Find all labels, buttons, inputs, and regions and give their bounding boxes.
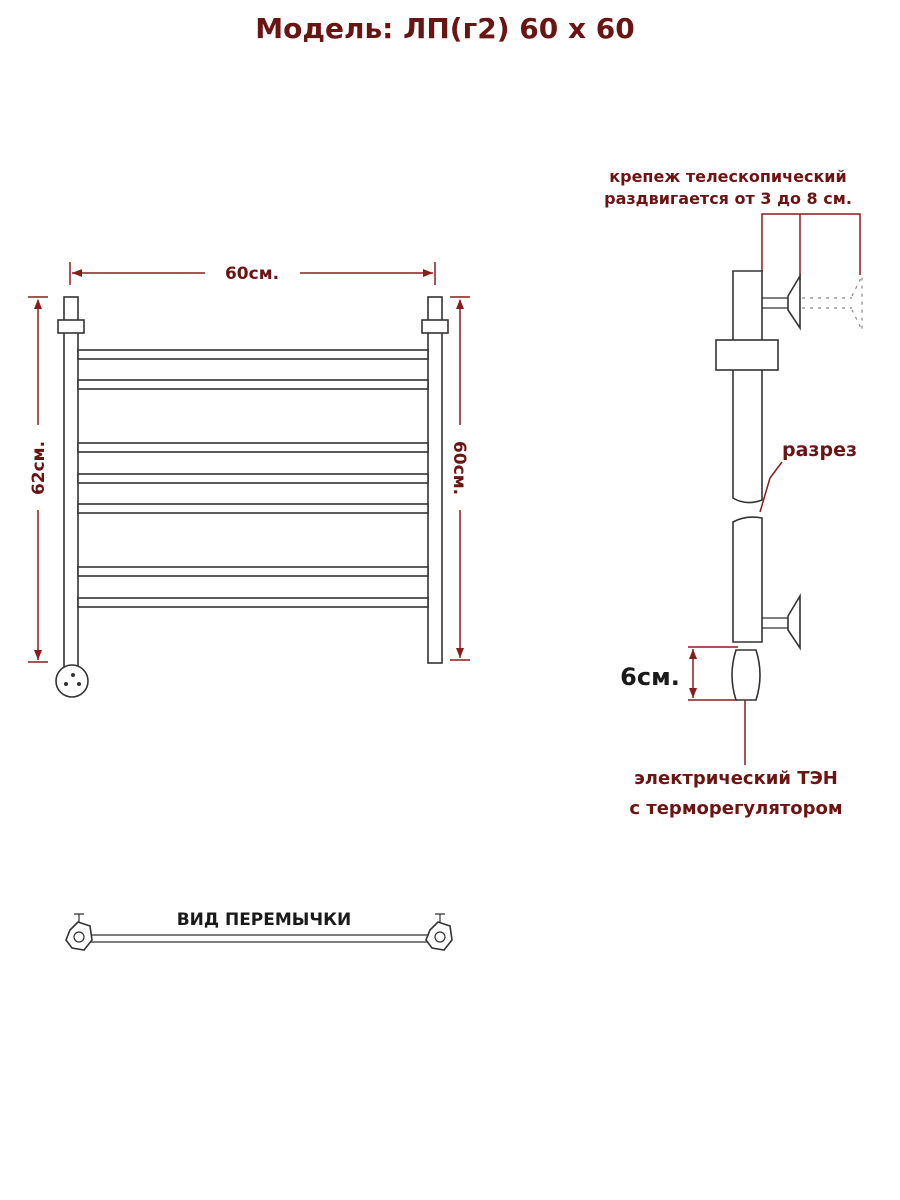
model-title: Модель: ЛП(г2) 60 х 60 bbox=[255, 12, 635, 45]
mount-note-line2: раздвигается от 3 до 8 см. bbox=[604, 189, 852, 208]
right-upright bbox=[427, 296, 443, 664]
lower-wall-mount bbox=[762, 593, 801, 651]
bridge-left-end bbox=[65, 921, 93, 951]
rungs bbox=[77, 349, 429, 608]
side-view: крепеж телескопический раздвигается от 3… bbox=[604, 167, 863, 819]
heater-label-line1: электрический ТЭН bbox=[634, 768, 838, 789]
right-bracket bbox=[421, 319, 449, 334]
left-height-label: 62см. bbox=[29, 441, 49, 495]
electric-heater bbox=[731, 649, 761, 701]
upper-wall-mount bbox=[762, 273, 863, 331]
right-height-dimension: 60см. bbox=[449, 296, 470, 661]
left-upright bbox=[63, 296, 79, 670]
heater-label-line2: с терморегулятором bbox=[629, 798, 842, 819]
heater-offset-label: 6см. bbox=[620, 663, 680, 691]
telescopic-range bbox=[761, 213, 861, 280]
section-leader bbox=[759, 461, 783, 513]
bridge-view: ВИД ПЕРЕМЫЧКИ bbox=[65, 910, 453, 951]
mount-note-line1: крепеж телескопический bbox=[609, 167, 846, 186]
upper-pipe-segment bbox=[732, 270, 763, 504]
front-view: 60см. 62см. 60см. bbox=[28, 262, 470, 698]
section-label: разрез bbox=[782, 439, 857, 461]
left-bracket bbox=[57, 319, 85, 334]
lower-pipe-segment bbox=[732, 516, 763, 643]
width-label: 60см. bbox=[225, 264, 279, 284]
right-height-label: 60см. bbox=[449, 441, 469, 495]
width-dimension: 60см. bbox=[69, 262, 436, 285]
bridge-view-label: ВИД ПЕРЕМЫЧКИ bbox=[177, 910, 352, 930]
heater-plug bbox=[55, 664, 89, 698]
bridge-right-end bbox=[425, 921, 453, 951]
left-height-dimension: 62см. bbox=[28, 296, 49, 663]
heater-offset-dimension: 6см. bbox=[620, 646, 738, 701]
pipe-clamp bbox=[715, 339, 779, 371]
